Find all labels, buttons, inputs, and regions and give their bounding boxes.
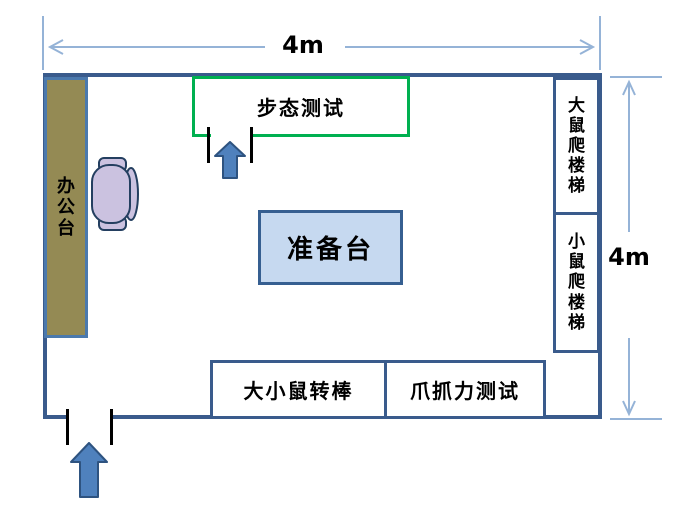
office-desk-label: 办公台: [57, 175, 75, 240]
gait-test-label: 步态测试: [257, 96, 345, 120]
top-door-right-tick: [250, 127, 253, 163]
bottom-entrance-arrow-icon: [70, 442, 108, 498]
bottom-door-right-tick: [110, 409, 113, 445]
top-entrance-arrow-icon: [214, 141, 246, 179]
rat-stairs-area: 大鼠爬楼梯: [553, 77, 600, 215]
top-dimension-arrow: [42, 16, 601, 70]
grip-test-label: 爪抓力测试: [410, 379, 520, 403]
bottom-door-left-tick: [66, 409, 69, 445]
gait-test-door-opening: [211, 132, 250, 139]
bottom-door-opening: [68, 411, 110, 421]
mouse-stairs-area: 小鼠爬楼梯: [553, 212, 600, 353]
gait-test-area: 步态测试: [192, 76, 410, 137]
mouse-stairs-label: 小鼠爬楼梯: [567, 232, 585, 333]
rat-stairs-label: 大鼠爬楼梯: [567, 95, 585, 197]
prep-table-area: 准备台: [258, 210, 403, 285]
rotarod-label: 大小鼠转棒: [243, 379, 354, 403]
grip-test-area: 爪抓力测试: [384, 360, 546, 419]
office-chair-icon: [91, 157, 139, 231]
top-door-left-tick: [207, 127, 210, 163]
right-dimension-label: 4m: [608, 243, 650, 271]
prep-table-label: 准备台: [286, 235, 374, 265]
right-dimension-arrow: [610, 76, 662, 420]
rotarod-area: 大小鼠转棒: [210, 360, 387, 419]
office-desk-area: 办公台: [44, 77, 88, 338]
top-dimension-label: 4m: [282, 31, 324, 59]
